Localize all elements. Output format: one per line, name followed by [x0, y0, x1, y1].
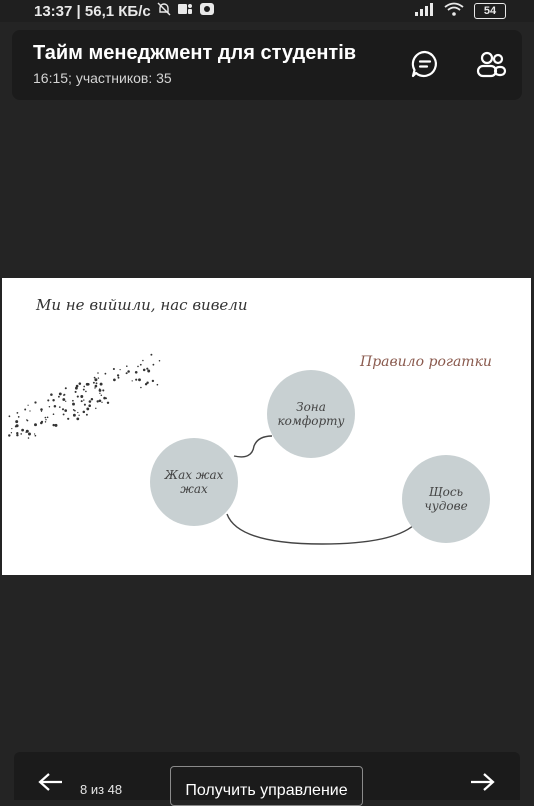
meeting-title: Тайм менеджмент для студентів: [33, 42, 357, 64]
chat-button[interactable]: [409, 48, 441, 80]
dot-scatter-decoration: [8, 353, 415, 545]
arrow-panic-wonder: [226, 513, 415, 545]
circle-comfort-label: Зона комфорту: [277, 399, 345, 428]
take-control-button[interactable]: Получить управление: [170, 766, 363, 806]
presentation-slide: Ми не вийшли, нас вивели Правило рогатки…: [2, 278, 531, 575]
arrow-left-icon: [38, 773, 62, 791]
status-bar: 13:37 | 56,1 КБ/с 54: [0, 0, 534, 22]
prev-slide-button[interactable]: [37, 770, 65, 794]
participants-button[interactable]: [475, 48, 507, 80]
status-left: 13:37 | 56,1 КБ/с: [34, 2, 215, 20]
arrow-right-icon: [471, 773, 495, 791]
arrow-panic-comfort: [233, 435, 273, 458]
wifi-icon: [444, 2, 464, 20]
circle-wonder-zone: Щось чудове: [402, 455, 490, 543]
participants-icon: [476, 51, 507, 78]
next-slide-button[interactable]: [468, 770, 496, 794]
slide-rule-label: Правило рогатки: [360, 354, 492, 370]
circle-panic-label: Жах жах жах: [164, 467, 224, 496]
signal-icon: [414, 2, 434, 20]
meet-icon: [199, 2, 215, 20]
status-time-speed: 13:37 | 56,1 КБ/с: [34, 2, 151, 20]
meeting-subtitle: 16:15; участников: 35: [33, 70, 172, 86]
page-counter: 8 из 48: [80, 782, 123, 797]
chat-icon: [411, 50, 437, 78]
presentation-toolbar: 8 из 48 Получить управление: [14, 752, 520, 806]
circle-wonder-label: Щось чудове: [424, 484, 468, 513]
status-right: 54: [414, 2, 506, 20]
battery-icon: 54: [474, 3, 506, 19]
slide-title: Ми не вийшли, нас вивели: [36, 296, 248, 314]
bell-off-icon: [157, 2, 171, 20]
meeting-header: Тайм менеджмент для студентів 16:15; уча…: [12, 30, 522, 100]
circle-comfort-zone: Зона комфорту: [267, 370, 355, 458]
teams-icon: [177, 2, 193, 20]
circle-panic-zone: Жах жах жах: [150, 438, 238, 526]
